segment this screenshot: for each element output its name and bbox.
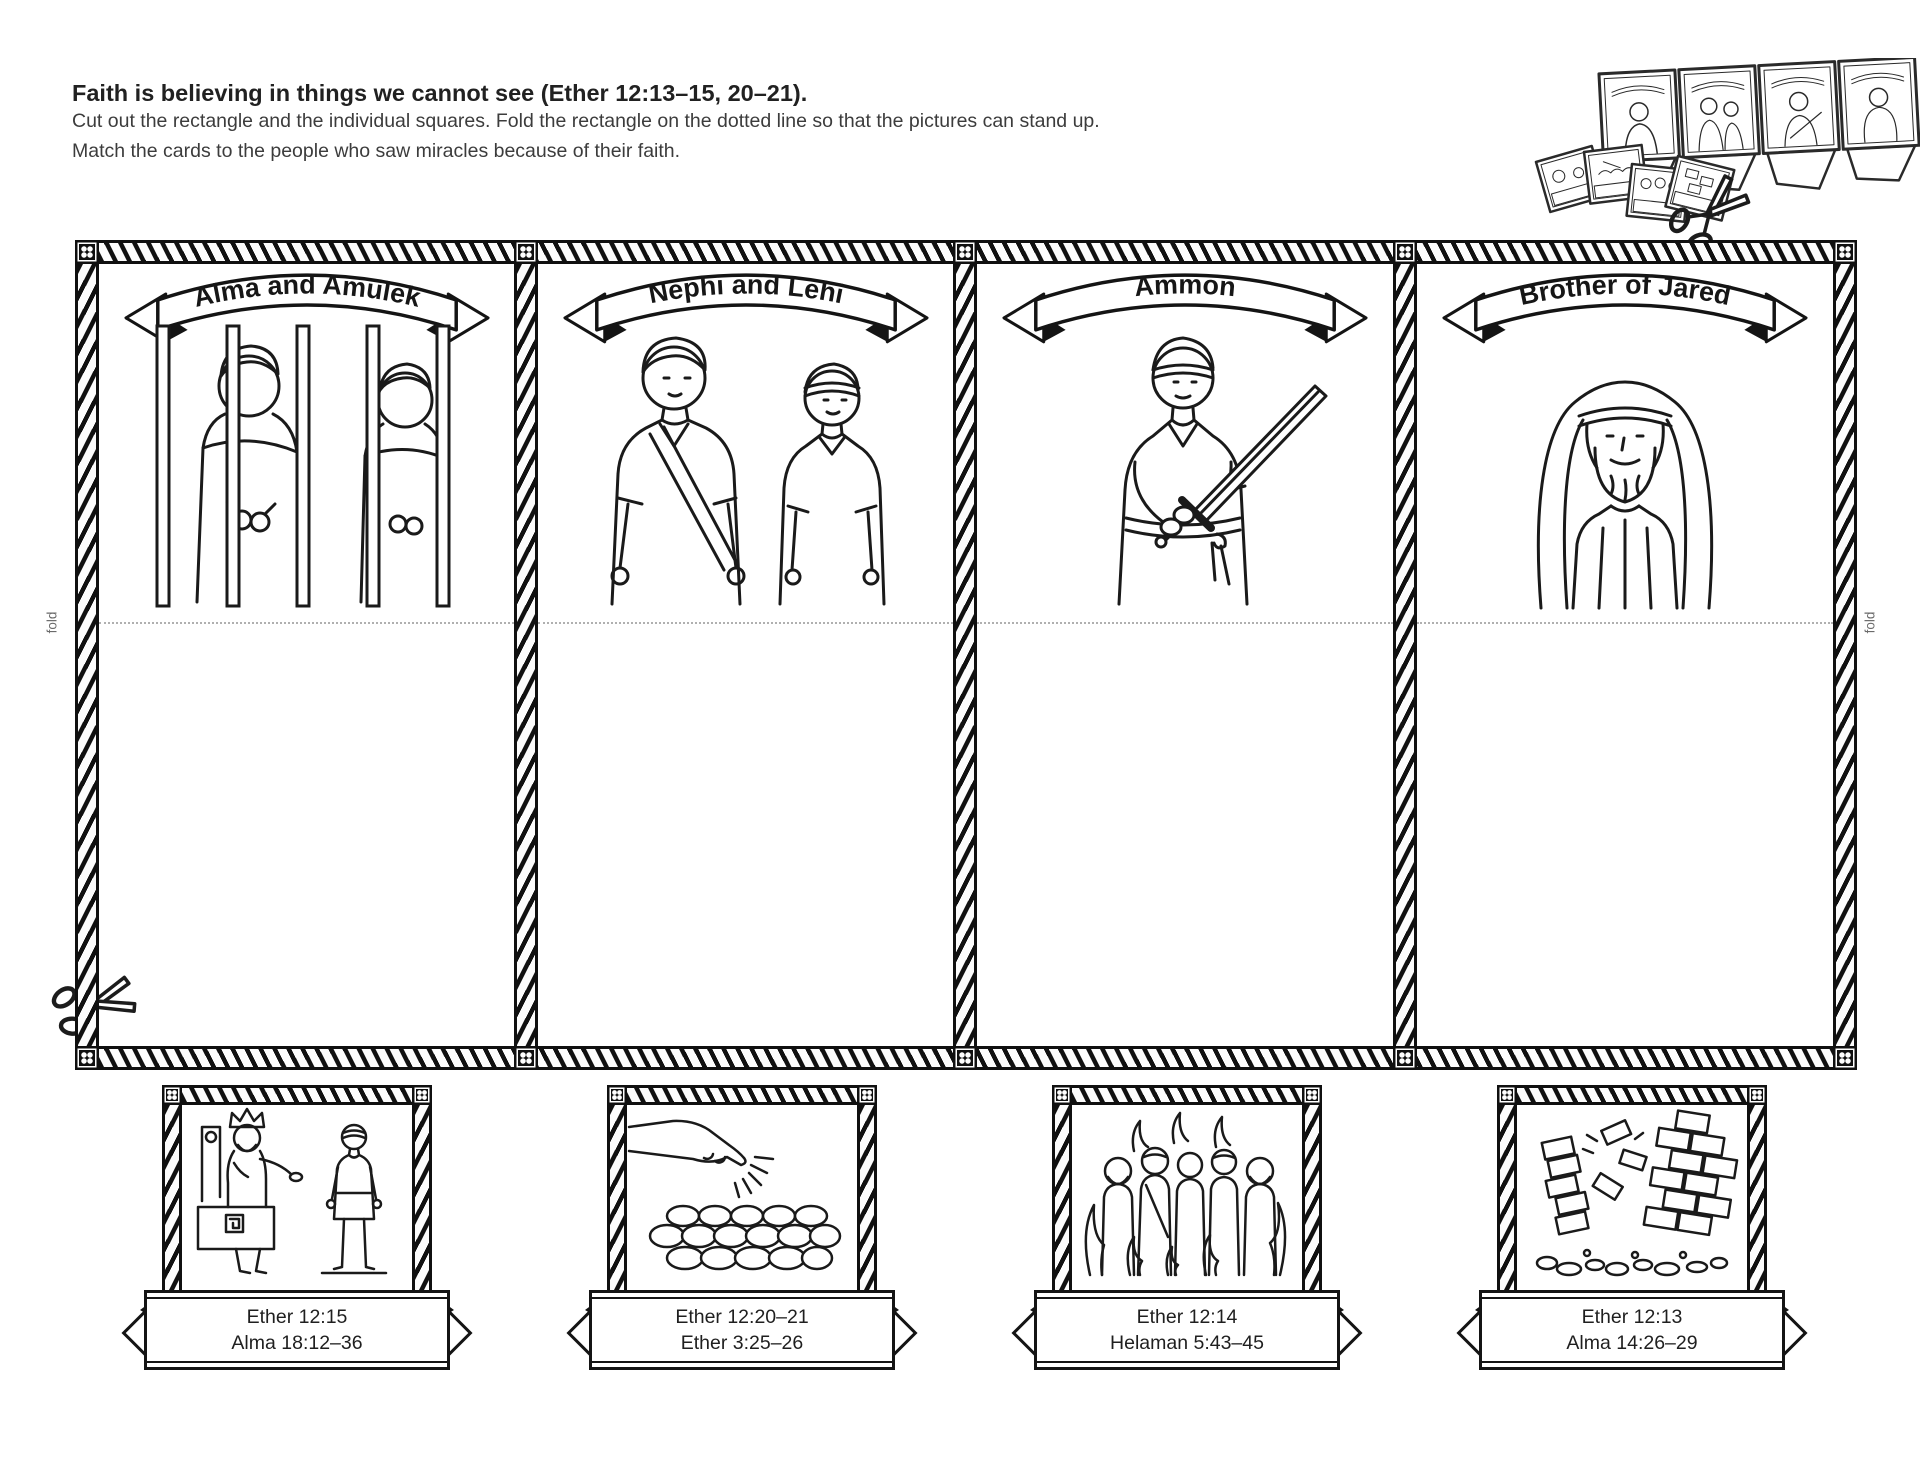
corner-block bbox=[75, 1046, 99, 1070]
page-title: Faith is believing in things we cannot s… bbox=[72, 79, 808, 106]
panel-nephi-and-lehi: Nephi and Lehi bbox=[538, 264, 953, 1046]
rope-border-left bbox=[162, 1105, 182, 1335]
corner-block bbox=[1052, 1085, 1072, 1105]
panel-brother-of-jared: Brother of Jared bbox=[1417, 264, 1833, 1046]
corner-block bbox=[1393, 1046, 1417, 1070]
panel-title-banner: Nephi and Lehi bbox=[562, 269, 929, 344]
scripture-reference-1: Ether 12:15 bbox=[246, 1306, 348, 1328]
rope-divider bbox=[1393, 264, 1417, 1046]
instructions-line-1: Cut out the rectangle and the individual… bbox=[72, 110, 1100, 132]
scripture-reference-1: Ether 12:13 bbox=[1581, 1306, 1683, 1328]
scripture-reference-1: Ether 12:20–21 bbox=[675, 1306, 809, 1328]
illustration-prison-walls-collapsing bbox=[1535, 1109, 1739, 1277]
corner-block bbox=[1302, 1085, 1322, 1105]
rope-border-right bbox=[1302, 1105, 1322, 1335]
assembled-example-thumbnail bbox=[1532, 55, 1920, 256]
rope-border-left bbox=[607, 1105, 627, 1335]
panel-title-banner: Alma and Amulek bbox=[123, 270, 490, 344]
corner-block bbox=[1747, 1085, 1767, 1105]
corner-block bbox=[514, 1046, 538, 1070]
panel-ammon: Ammon bbox=[977, 264, 1393, 1046]
scripture-reference-label: Ether 12:20–21 Ether 3:25–26 bbox=[566, 1290, 918, 1370]
panel-title-banner: Brother of Jared bbox=[1442, 269, 1808, 344]
scripture-reference-label: Ether 12:13 Alma 14:26–29 bbox=[1456, 1290, 1808, 1370]
illustration-people-encircled-by-fire bbox=[1084, 1111, 1287, 1277]
instructions: Cut out the rectangle and the individual… bbox=[72, 106, 1100, 166]
scripture-reference-2: Alma 14:26–29 bbox=[1566, 1332, 1698, 1354]
corner-block bbox=[162, 1085, 182, 1105]
cutout-rectangle: Alma and Amulek bbox=[75, 240, 1857, 1070]
fold-dotted-line bbox=[99, 622, 514, 624]
rope-border-right bbox=[1833, 264, 1857, 1046]
corner-block bbox=[514, 240, 538, 264]
corner-block bbox=[412, 1085, 432, 1105]
fold-dotted-line bbox=[538, 622, 953, 624]
instructions-line-2: Match the cards to the people who saw mi… bbox=[72, 140, 681, 162]
svg-text:Ammon: Ammon bbox=[1133, 269, 1237, 302]
label-box: Ether 12:20–21 Ether 3:25–26 bbox=[589, 1290, 895, 1370]
illustration-finger-touching-stones bbox=[627, 1119, 842, 1271]
scripture-reference-2: Helaman 5:43–45 bbox=[1110, 1332, 1264, 1354]
fold-label-left: fold bbox=[44, 611, 60, 634]
rope-border-right bbox=[1747, 1105, 1767, 1335]
scripture-reference-2: Ether 3:25–26 bbox=[680, 1332, 804, 1354]
label-box: Ether 12:15 Alma 18:12–36 bbox=[144, 1290, 450, 1370]
corner-block bbox=[75, 240, 99, 264]
rope-border-left bbox=[75, 264, 99, 1046]
scripture-reference-label: Ether 12:15 Alma 18:12–36 bbox=[121, 1290, 473, 1370]
rope-border-right bbox=[857, 1105, 877, 1335]
illustration-ammon-holding-sword bbox=[1117, 336, 1328, 606]
rope-border-top bbox=[1072, 1085, 1302, 1105]
fold-label-right: fold bbox=[1862, 611, 1878, 634]
scripture-reference-1: Ether 12:14 bbox=[1136, 1306, 1238, 1328]
rope-divider bbox=[514, 264, 538, 1046]
panel-title-banner: Ammon bbox=[1002, 269, 1368, 344]
corner-block bbox=[953, 240, 977, 264]
match-card-prison-walls: Ether 12:13 Alma 14:26–29 bbox=[1456, 1085, 1808, 1370]
rope-border-left bbox=[1052, 1105, 1072, 1335]
corner-block bbox=[857, 1085, 877, 1105]
corner-block bbox=[1833, 240, 1857, 264]
corner-block bbox=[953, 1046, 977, 1070]
fold-dotted-line bbox=[977, 622, 1393, 624]
fold-dotted-line bbox=[1417, 622, 1833, 624]
illustration-brother-of-jared bbox=[1536, 380, 1714, 610]
corner-block bbox=[607, 1085, 627, 1105]
scripture-reference-label: Ether 12:14 Helaman 5:43–45 bbox=[1011, 1290, 1363, 1370]
match-card-encircled-by-fire: Ether 12:14 Helaman 5:43–45 bbox=[1011, 1085, 1363, 1370]
panel-alma-and-amulek: Alma and Amulek bbox=[99, 264, 514, 1046]
rope-border-top bbox=[627, 1085, 857, 1105]
rope-divider bbox=[953, 264, 977, 1046]
rope-border-right bbox=[412, 1105, 432, 1335]
rope-border-top bbox=[1517, 1085, 1747, 1105]
corner-block bbox=[1833, 1046, 1857, 1070]
scripture-reference-2: Alma 18:12–36 bbox=[231, 1332, 363, 1354]
corner-block bbox=[1497, 1085, 1517, 1105]
label-box: Ether 12:14 Helaman 5:43–45 bbox=[1034, 1290, 1340, 1370]
rope-border-top bbox=[182, 1085, 412, 1105]
rope-border-left bbox=[1497, 1105, 1517, 1335]
match-card-king-lamoni: Ether 12:15 Alma 18:12–36 bbox=[121, 1085, 473, 1370]
label-box: Ether 12:13 Alma 14:26–29 bbox=[1479, 1290, 1785, 1370]
corner-block bbox=[1393, 240, 1417, 264]
assembled-example-illustration bbox=[1534, 55, 1920, 224]
illustration-ammon-before-king-lamoni bbox=[196, 1107, 388, 1275]
illustration-alma-and-amulek-behind-prison-bars bbox=[155, 324, 450, 608]
match-card-sixteen-stones: Ether 12:20–21 Ether 3:25–26 bbox=[566, 1085, 918, 1370]
illustration-nephi-and-lehi-standing bbox=[610, 336, 885, 606]
